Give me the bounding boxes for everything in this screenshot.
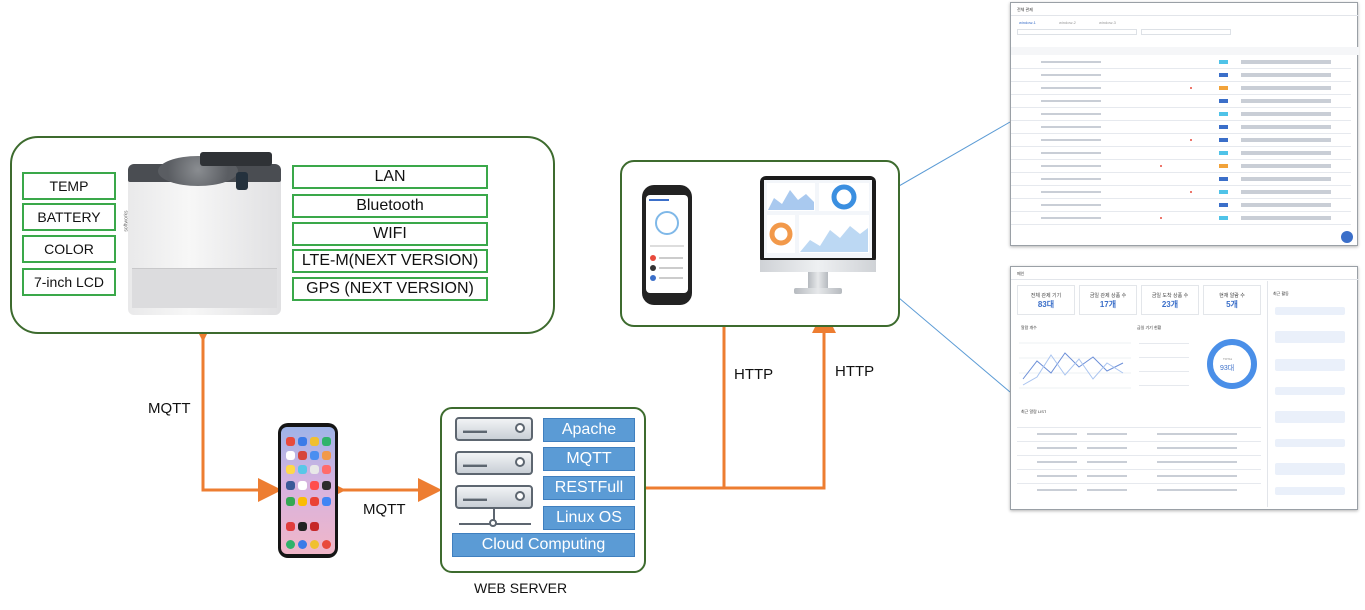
sensor-lcd: 7-inch LCD bbox=[22, 268, 116, 296]
server-icon: ▬▬▬ ▬▬▬ ▬▬▬ bbox=[455, 415, 535, 535]
kpi-card-1: 전체 관제 기기 83대 bbox=[1017, 285, 1075, 315]
device-brand: softworks bbox=[123, 210, 130, 232]
kpi-card-3: 금일 도착 상품 수 23개 bbox=[1141, 285, 1199, 315]
iot-device-image: softworks bbox=[124, 150, 281, 315]
activity-feed bbox=[1271, 301, 1355, 501]
list-tab-3[interactable]: window-3 bbox=[1099, 20, 1116, 25]
donut-label: TOTAL bbox=[1223, 357, 1233, 361]
kpi-card-4: 현재 알람 수 5개 bbox=[1203, 285, 1261, 315]
smartphone-image bbox=[278, 423, 338, 558]
activity-title: 최근 활동 bbox=[1273, 291, 1289, 296]
sensor-battery: BATTERY bbox=[22, 203, 116, 231]
mqtt-label-phone: MQTT bbox=[363, 501, 406, 518]
alarm-line-chart bbox=[1019, 333, 1131, 401]
conn-lan: LAN bbox=[292, 165, 488, 189]
http-label-right: HTTP bbox=[835, 363, 875, 380]
sensor-color: COLOR bbox=[22, 235, 116, 263]
http-label-left: HTTP bbox=[734, 366, 774, 383]
monitor-image bbox=[760, 176, 880, 308]
conn-bluetooth: Bluetooth bbox=[292, 194, 488, 218]
platform-cloud: Cloud Computing bbox=[452, 533, 635, 557]
status-list bbox=[1139, 339, 1199, 399]
alarm-list-title: 최근 알람 LIST bbox=[1021, 409, 1047, 414]
service-apache: Apache bbox=[543, 418, 635, 442]
service-linux: Linux OS bbox=[543, 506, 635, 530]
list-view-screenshot: 전체 관제 window-1 window-2 window-3 bbox=[1010, 2, 1359, 246]
list-tab-2[interactable]: window-2 bbox=[1059, 20, 1076, 25]
service-restfull: RESTFull bbox=[543, 476, 635, 500]
conn-wifi: WIFI bbox=[292, 222, 488, 246]
list-header-title: 전체 관제 bbox=[1017, 7, 1033, 12]
kpi-card-2: 금일 관제 상품 수 17개 bbox=[1079, 285, 1137, 315]
service-mqtt: MQTT bbox=[543, 447, 635, 471]
alarm-chart-title: 알람 개수 bbox=[1021, 325, 1037, 330]
mqtt-link-device-phone bbox=[191, 318, 282, 502]
mobile-app-image bbox=[642, 185, 692, 305]
alarm-list-rows bbox=[1017, 417, 1261, 497]
conn-lte-m: LTE-M(NEXT VERSION) bbox=[292, 249, 488, 273]
server-caption: WEB SERVER bbox=[474, 580, 568, 596]
list-tab-1[interactable]: window-1 bbox=[1019, 20, 1036, 25]
list-rows bbox=[1011, 57, 1359, 237]
status-donut bbox=[1207, 339, 1257, 389]
donut-value: 93대 bbox=[1220, 365, 1235, 372]
http-link-server-monitor bbox=[724, 309, 836, 490]
dashboard-screenshot: 메인 전체 관제 기기 83대 금일 관제 상품 수 17개 금일 도착 상품 … bbox=[1010, 266, 1359, 510]
conn-gps: GPS (NEXT VERSION) bbox=[292, 277, 488, 301]
sensor-temp: TEMP bbox=[22, 172, 116, 200]
mqtt-label-device: MQTT bbox=[148, 400, 191, 417]
dashboard-header-title: 메인 bbox=[1017, 271, 1025, 276]
status-title: 금일 기기 현황 bbox=[1137, 325, 1162, 330]
